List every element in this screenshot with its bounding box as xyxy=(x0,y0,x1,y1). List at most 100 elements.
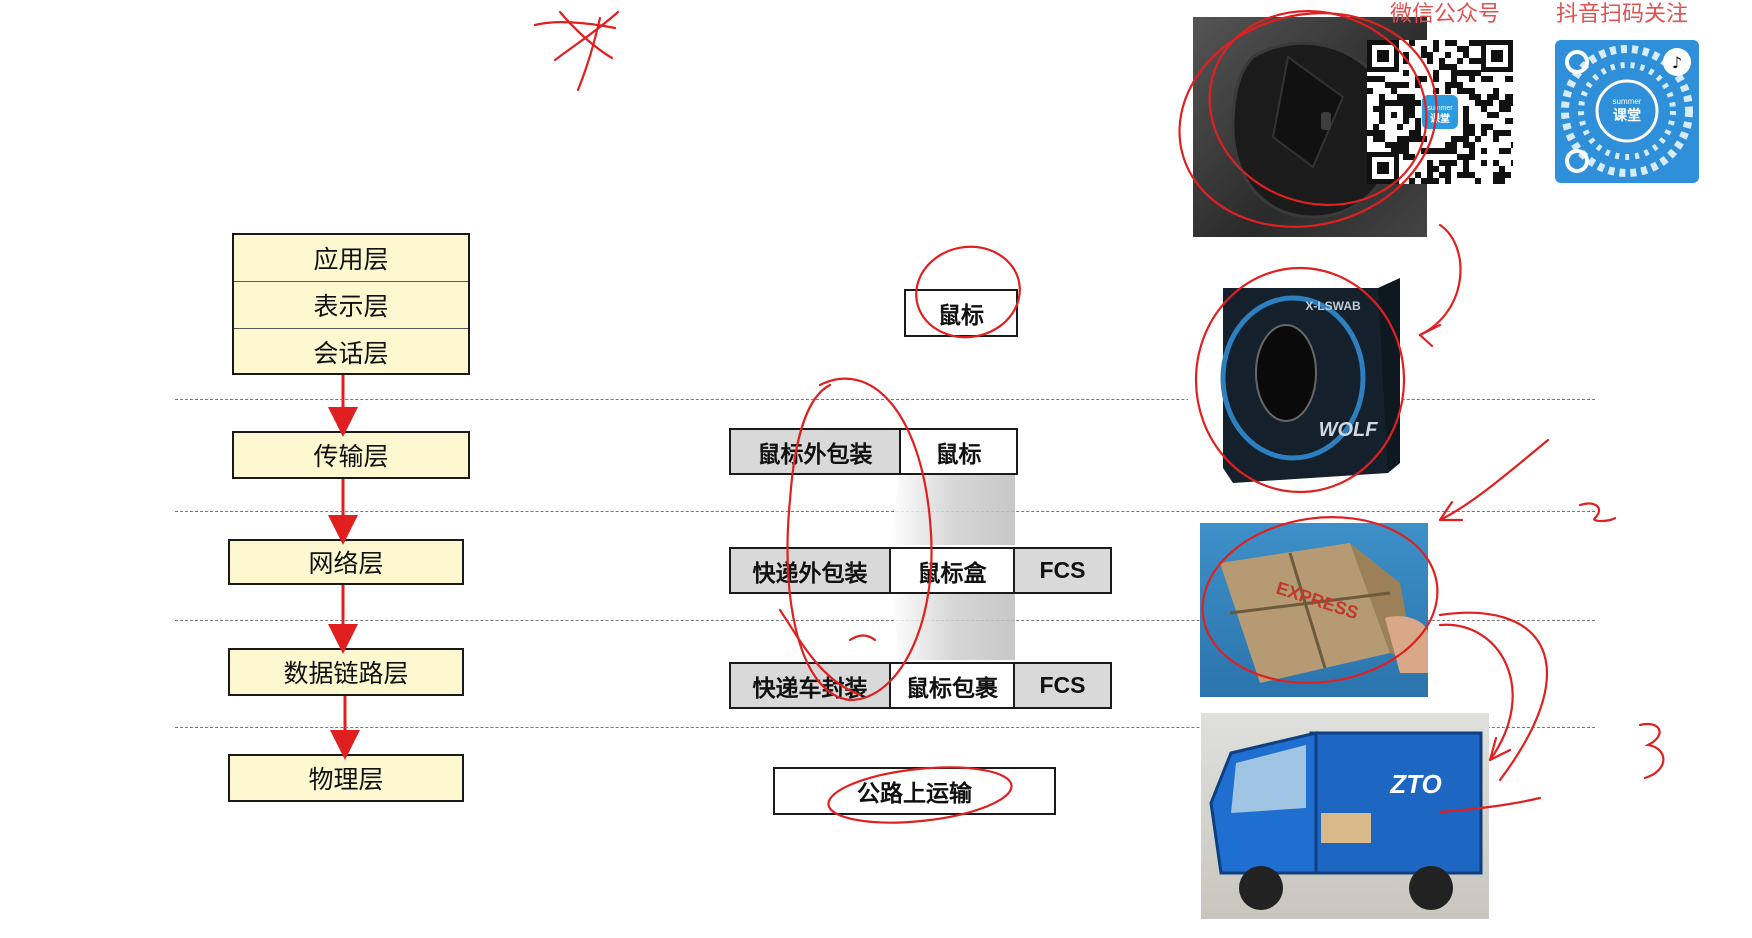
qr-module xyxy=(1481,130,1487,136)
qr-module xyxy=(1445,166,1451,172)
qr-module xyxy=(1427,160,1433,166)
packet-physical: 公路上运输 xyxy=(773,767,1056,815)
qr-module xyxy=(1391,88,1397,94)
packet-link-trailer: FCS xyxy=(1013,662,1112,709)
qr-module xyxy=(1379,118,1385,124)
qr-module xyxy=(1415,118,1421,124)
douyin-logo-top: summer xyxy=(1613,97,1642,106)
qr-module xyxy=(1469,58,1475,64)
qr-module xyxy=(1379,76,1385,82)
qr-module xyxy=(1403,52,1409,58)
qr-module xyxy=(1463,142,1469,148)
qr-module xyxy=(1445,40,1451,46)
qr-module xyxy=(1415,82,1421,88)
qr-module xyxy=(1505,172,1511,178)
qr-module xyxy=(1463,106,1469,112)
separator-line xyxy=(175,399,1595,400)
qr-module xyxy=(1415,172,1421,178)
qr-module xyxy=(1403,142,1409,148)
annotation-circle xyxy=(1194,266,1406,494)
qr-module xyxy=(1451,70,1457,76)
qr-module xyxy=(1403,106,1409,112)
qr-module xyxy=(1487,76,1493,82)
separator-line xyxy=(175,727,1595,728)
qr-module xyxy=(1511,94,1513,100)
annotation-circle xyxy=(915,245,1021,339)
qr-module xyxy=(1451,82,1457,88)
douyin-note-icon: ♪ xyxy=(1672,53,1682,72)
qr-module xyxy=(1373,130,1379,136)
qr-module xyxy=(1457,82,1463,88)
qr-module xyxy=(1469,130,1475,136)
qr-module xyxy=(1445,142,1451,148)
qr-module xyxy=(1499,166,1505,172)
qr-module xyxy=(1427,166,1433,172)
qr-module xyxy=(1445,160,1451,166)
qr-module xyxy=(1493,112,1499,118)
annotation-arrow xyxy=(1488,736,1512,762)
qr-module xyxy=(1403,94,1409,100)
qr-module xyxy=(1499,130,1505,136)
qr-module xyxy=(1469,142,1475,148)
annotation-stroke xyxy=(848,634,877,642)
qr-module xyxy=(1457,136,1463,142)
qr-module xyxy=(1457,154,1463,160)
qr-module xyxy=(1451,160,1457,166)
qr-module xyxy=(1457,172,1463,178)
qr-module xyxy=(1445,172,1451,178)
qr-module xyxy=(1469,70,1475,76)
qr-module xyxy=(1511,76,1513,82)
annotation-circle xyxy=(1208,10,1428,206)
qr-module xyxy=(1463,112,1469,118)
qr-module xyxy=(1511,100,1513,106)
qr-module xyxy=(1493,88,1499,94)
funnel-shape xyxy=(890,473,1015,545)
qr-module xyxy=(1427,52,1433,58)
qr-module xyxy=(1505,130,1511,136)
qr-module xyxy=(1367,130,1373,136)
qr-module xyxy=(1457,70,1463,76)
annotation-number-3 xyxy=(1638,722,1665,780)
qr-module xyxy=(1451,64,1457,70)
wechat-qr-code: summer 课堂 xyxy=(1367,40,1513,184)
mouse-photo xyxy=(1193,17,1427,237)
qr-module xyxy=(1451,148,1457,154)
qr-module xyxy=(1415,130,1421,136)
qr-module xyxy=(1469,40,1475,46)
qr-module xyxy=(1475,70,1481,76)
qr-module xyxy=(1403,112,1409,118)
qr-module xyxy=(1481,106,1487,112)
annotation-stroke xyxy=(576,16,602,92)
qr-module xyxy=(1427,178,1433,184)
qr-module xyxy=(1421,178,1427,184)
qr-module xyxy=(1463,130,1469,136)
funnel-shape xyxy=(890,588,1015,660)
qr-module xyxy=(1433,70,1439,76)
qr-module xyxy=(1463,70,1469,76)
layer-application: 应用层 xyxy=(234,235,468,282)
douyin-logo-bottom: 课堂 xyxy=(1613,107,1641,124)
qr-module xyxy=(1463,166,1469,172)
annotation-arrow xyxy=(1438,438,1550,522)
qr-module xyxy=(1415,136,1421,142)
qr-module xyxy=(1379,136,1385,142)
packet-link-header: 快递车封装 xyxy=(729,662,891,709)
qr-module xyxy=(1457,46,1463,52)
annotation-arrow xyxy=(1418,223,1462,337)
qr-module xyxy=(1385,142,1391,148)
qr-module xyxy=(1505,94,1511,100)
qr-module xyxy=(1481,100,1487,106)
truck-label: ZTO xyxy=(1389,769,1442,799)
qr-module xyxy=(1457,88,1463,94)
qr-module xyxy=(1475,136,1481,142)
qr-module xyxy=(1463,52,1469,58)
qr-module xyxy=(1445,52,1451,58)
box-brand-text: X-LSWAB xyxy=(1305,299,1361,313)
qr-module xyxy=(1409,154,1415,160)
qr-module xyxy=(1403,82,1409,88)
qr-module xyxy=(1397,82,1403,88)
qr-module xyxy=(1451,136,1457,142)
qr-module xyxy=(1421,148,1427,154)
qr-module xyxy=(1505,118,1511,124)
